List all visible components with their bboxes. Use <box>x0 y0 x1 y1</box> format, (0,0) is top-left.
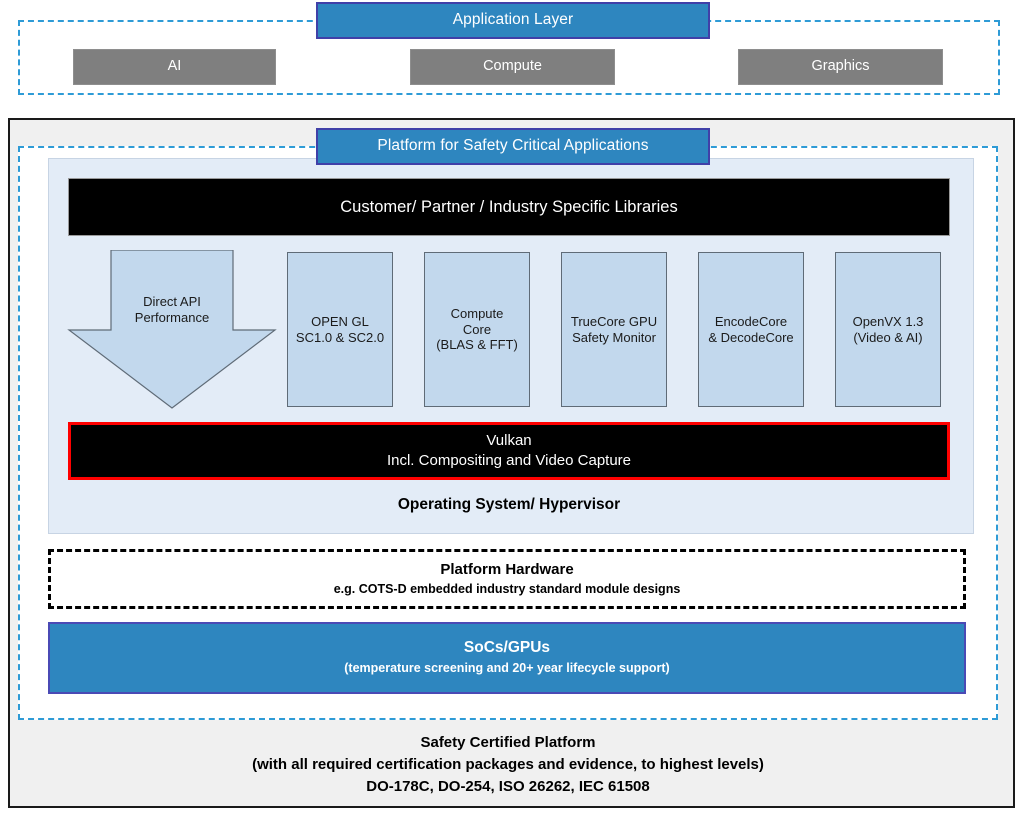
platform-hardware-box: Platform Hardware e.g. COTS-D embedded i… <box>48 549 966 609</box>
feature-box-truecore-gpu-line2: Safety Monitor <box>572 329 656 345</box>
feature-box-opengl[interactable]: OPEN GL SC1.0 & SC2.0 <box>287 252 393 407</box>
feature-box-truecore-gpu-line1: TrueCore GPU <box>570 313 658 329</box>
feature-box-opengl-line2: SC1.0 & SC2.0 <box>295 329 385 345</box>
socs-gpus-title: SoCs/GPUs <box>463 639 551 657</box>
app-box-ai[interactable]: AI <box>73 49 276 85</box>
down-arrow-icon <box>67 250 277 409</box>
platform-title: Platform for Safety Critical Application… <box>316 128 710 165</box>
application-layer-title: Application Layer <box>316 2 710 39</box>
platform-hardware-subtitle: e.g. COTS-D embedded industry standard m… <box>333 581 681 596</box>
vulkan-bar-line1: Vulkan <box>486 432 532 450</box>
feature-box-compute-core[interactable]: Compute Core (BLAS & FFT) <box>424 252 530 407</box>
safety-certified-caption-line3: DO-178C, DO-254, ISO 26262, IEC 61508 <box>366 777 650 795</box>
app-box-ai-label: AI <box>167 58 182 75</box>
app-box-graphics-label: Graphics <box>811 58 870 75</box>
vulkan-bar-line2: Incl. Compositing and Video Capture <box>386 451 632 469</box>
libraries-bar: Customer/ Partner / Industry Specific Li… <box>68 178 950 236</box>
safety-certified-caption: Safety Certified Platform (with all requ… <box>18 730 998 800</box>
app-box-graphics[interactable]: Graphics <box>738 49 943 85</box>
vulkan-bar: Vulkan Incl. Compositing and Video Captu… <box>68 422 950 480</box>
operating-system-label: Operating System/ Hypervisor <box>68 490 950 520</box>
socs-gpus-subtitle: (temperature screening and 20+ year life… <box>344 661 670 676</box>
libraries-bar-label: Customer/ Partner / Industry Specific Li… <box>340 197 678 216</box>
feature-box-encode-decode-core[interactable]: EncodeCore & DecodeCore <box>698 252 804 407</box>
feature-box-compute-core-line2: Core <box>462 321 492 337</box>
feature-box-opengl-line1: OPEN GL <box>311 313 369 329</box>
application-layer-title-text: Application Layer <box>452 11 574 29</box>
safety-certified-caption-line1: Safety Certified Platform <box>420 734 596 752</box>
feature-box-compute-core-line1: Compute <box>450 305 504 321</box>
app-box-compute-label: Compute <box>483 58 542 75</box>
feature-box-openvx[interactable]: OpenVX 1.3 (Video & AI) <box>835 252 941 407</box>
feature-box-openvx-line1: OpenVX 1.3 <box>852 313 924 329</box>
app-box-compute[interactable]: Compute <box>410 49 615 85</box>
feature-box-openvx-line2: (Video & AI) <box>853 329 923 345</box>
feature-box-encode-decode-core-line2: & DecodeCore <box>708 329 794 345</box>
platform-hardware-title: Platform Hardware <box>440 561 574 579</box>
direct-api-performance-arrow[interactable]: Direct API Performance <box>66 250 278 410</box>
operating-system-label-text: Operating System/ Hypervisor <box>397 495 621 513</box>
platform-title-text: Platform for Safety Critical Application… <box>377 137 649 155</box>
feature-box-compute-core-line3: (BLAS & FFT) <box>436 337 518 353</box>
socs-gpus-box[interactable]: SoCs/GPUs (temperature screening and 20+… <box>48 622 966 694</box>
feature-box-truecore-gpu[interactable]: TrueCore GPU Safety Monitor <box>561 252 667 407</box>
feature-box-encode-decode-core-line1: EncodeCore <box>714 313 788 329</box>
safety-certified-caption-line2: (with all required certification package… <box>252 756 764 774</box>
